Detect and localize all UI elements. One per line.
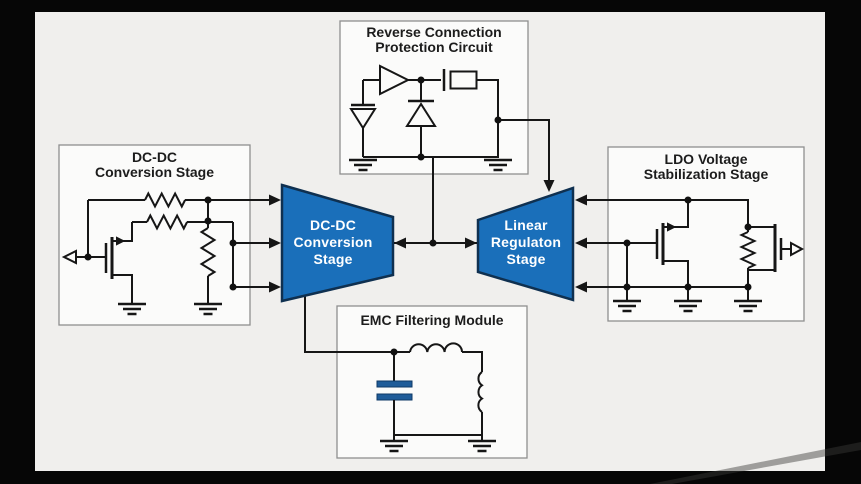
- arrow-head: [575, 194, 587, 206]
- light-streak: [650, 442, 861, 484]
- inductor-icon: [477, 371, 484, 413]
- inductor-icon: [409, 342, 463, 353]
- buffer-icon: [379, 64, 411, 96]
- junction-dot: [204, 217, 212, 225]
- junction-dot: [229, 283, 237, 291]
- arrow-head: [269, 194, 281, 206]
- resistor-icon: [146, 213, 188, 231]
- resistor-icon: [144, 191, 186, 209]
- junction-dot: [623, 283, 631, 291]
- output-port-icon: [790, 241, 805, 257]
- junction-dot: [744, 223, 752, 231]
- arrow-head: [575, 237, 587, 249]
- resistor-icon: [199, 227, 217, 277]
- junction-dot: [417, 76, 425, 84]
- junction-dot: [84, 253, 92, 261]
- linear-stage-block: [476, 186, 575, 302]
- junction-dot: [229, 239, 237, 247]
- arrow-head: [394, 237, 406, 249]
- arrow-head: [575, 281, 587, 293]
- arrow-head: [269, 281, 281, 293]
- resistor-box-icon: [449, 70, 478, 90]
- junction-dot: [684, 283, 692, 291]
- arrow-head: [269, 237, 281, 249]
- junction-dot: [744, 283, 752, 291]
- junction-dot: [429, 239, 437, 247]
- junction-dot: [494, 116, 502, 124]
- junction-dots: [84, 76, 752, 356]
- junction-dot: [417, 153, 425, 161]
- wire: [304, 296, 394, 353]
- emc-filtering-box: [336, 305, 528, 459]
- junction-dot: [623, 239, 631, 247]
- wire: [587, 199, 749, 232]
- mosfet-icon: [104, 222, 133, 304]
- resistor-icon: [739, 231, 757, 269]
- arrow-head: [465, 237, 477, 249]
- arrow-head: [543, 180, 555, 192]
- diode-icon: [349, 103, 377, 157]
- mosfet-icon: [655, 200, 689, 287]
- dcdc-stage-block: [280, 183, 395, 303]
- wire: [498, 119, 550, 181]
- reverse-protection-box: [339, 20, 529, 175]
- arrowheads: [269, 180, 587, 293]
- wire: [477, 79, 499, 158]
- ldo-circuit: [587, 199, 805, 313]
- junction-dot: [390, 348, 398, 356]
- ldo-circuit-box: [607, 146, 805, 322]
- capacitor-icon: [376, 352, 413, 435]
- junction-dot: [204, 196, 212, 204]
- wire: [462, 351, 483, 372]
- dcdc-circuit-box: [58, 144, 251, 326]
- reverse-protection-circuit: [347, 64, 550, 243]
- junction-dot: [684, 196, 692, 204]
- mosfet-icon: [748, 224, 791, 272]
